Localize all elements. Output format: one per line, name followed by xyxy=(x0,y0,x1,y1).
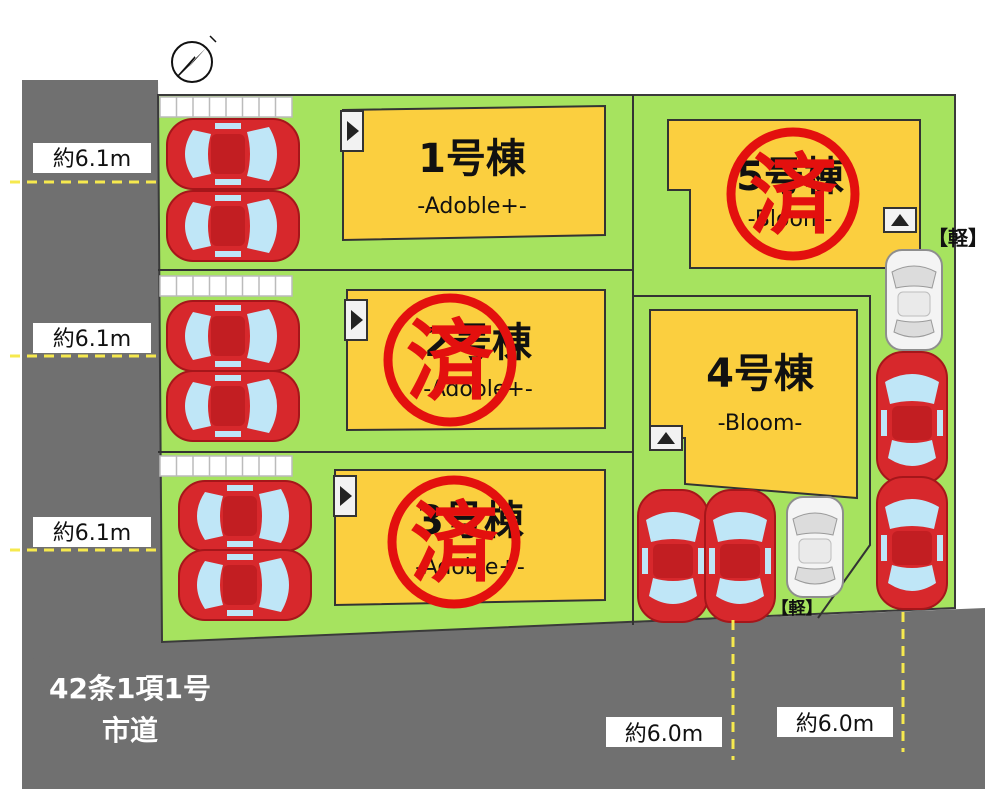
car-icon xyxy=(178,549,312,621)
entrance-icon xyxy=(344,299,368,341)
road-width-label: 約6.0m xyxy=(796,712,874,737)
sold-stamp-text: 済 xyxy=(410,492,499,595)
label-bg xyxy=(33,143,151,173)
label-bg xyxy=(606,717,722,747)
house-5-name: 5号棟 xyxy=(736,154,845,200)
road-name-line1: 42条1項1号 xyxy=(49,672,211,705)
house-5-model: -Bloom- xyxy=(748,207,833,232)
house-5 xyxy=(667,119,921,269)
car-icon xyxy=(637,489,709,623)
lot-line xyxy=(633,295,871,619)
car-icon xyxy=(178,480,312,552)
kei-car-icon xyxy=(786,496,844,598)
kei-label: 【軽】 xyxy=(772,598,823,619)
car-icon xyxy=(876,351,948,485)
kei-label: 【軽】 xyxy=(928,226,988,250)
sold-stamp: 済 xyxy=(726,127,860,261)
road-width-label: 約6.1m xyxy=(53,327,131,352)
label-bg xyxy=(777,707,893,737)
entrance-icon xyxy=(333,475,357,517)
house-2-model: -Adoble+- xyxy=(423,377,533,402)
sold-stamp: 済 xyxy=(387,475,521,609)
road-left xyxy=(22,80,162,660)
road-width-label: 約6.1m xyxy=(53,147,131,172)
bicycle-parking xyxy=(159,455,293,477)
house-1 xyxy=(342,104,606,242)
road-width-label: 約6.1m xyxy=(53,521,131,546)
entrance-icon xyxy=(340,110,364,152)
kei-car-icon xyxy=(885,249,943,351)
entrance-icon xyxy=(649,425,683,451)
road-name-line2: 市道 xyxy=(102,714,158,747)
car-icon xyxy=(876,476,948,610)
label-bg xyxy=(33,517,151,547)
house-1-name: 1号棟 xyxy=(418,136,527,182)
house-4-name: 4号棟 xyxy=(706,351,815,397)
car-icon xyxy=(166,118,300,190)
road-bottom xyxy=(22,608,985,789)
label-bg xyxy=(33,323,151,353)
car-icon xyxy=(166,370,300,442)
bicycle-parking xyxy=(159,96,293,118)
bicycle-parking xyxy=(159,275,293,297)
house-4-model: -Bloom- xyxy=(718,411,803,436)
sold-stamp: 済 xyxy=(383,293,517,427)
entrance-icon xyxy=(883,207,917,233)
compass-icon xyxy=(171,35,217,83)
road-width-label: 約6.0m xyxy=(625,722,703,747)
sold-stamp-text: 済 xyxy=(749,144,838,247)
house-2 xyxy=(346,289,606,432)
sold-stamp-text: 済 xyxy=(406,310,495,413)
car-icon xyxy=(704,489,776,623)
house-1-model: -Adoble+- xyxy=(417,194,527,219)
car-icon xyxy=(166,190,300,262)
car-icon xyxy=(166,300,300,372)
